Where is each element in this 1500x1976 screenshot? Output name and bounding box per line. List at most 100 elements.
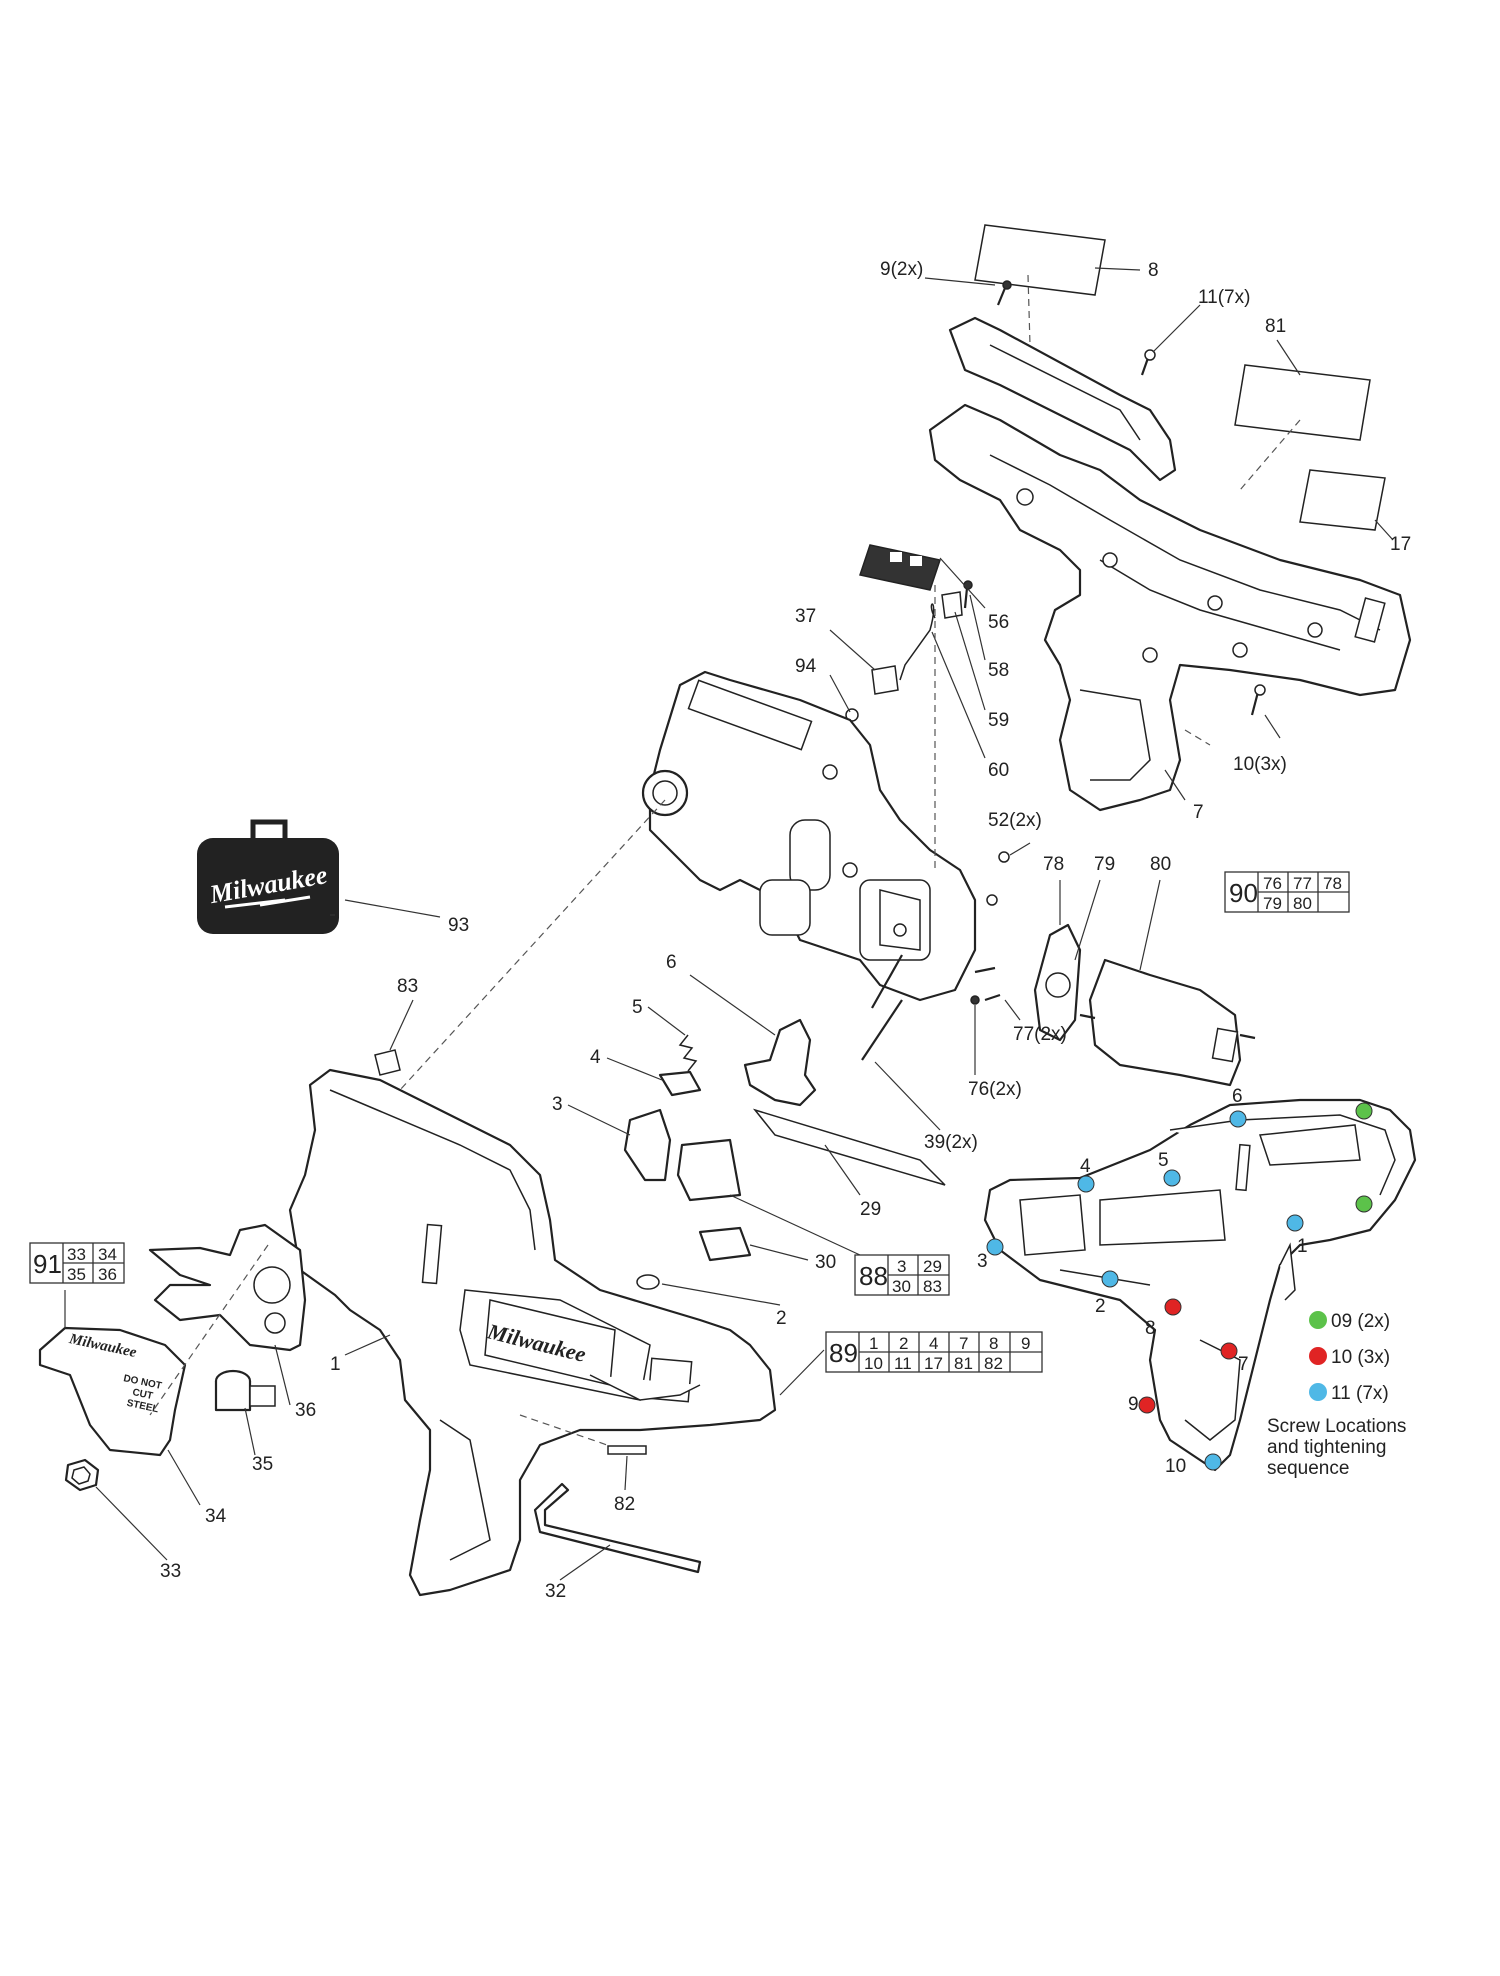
- callout-3: 3: [552, 1094, 563, 1115]
- kit-91-cell: 33: [67, 1245, 86, 1264]
- screw-seq-1: 1: [1297, 1236, 1308, 1257]
- screw-seq-6: 6: [1232, 1086, 1243, 1107]
- callout-33: 33: [160, 1561, 181, 1582]
- kit-89-cell: 7: [959, 1334, 968, 1353]
- legend-swatch-09: [1309, 1311, 1327, 1329]
- legend-swatch-11: [1309, 1383, 1327, 1401]
- screw-seq-4: 4: [1080, 1156, 1091, 1177]
- kit-89-cell: 82: [984, 1354, 1003, 1373]
- clip-83: [374, 1049, 401, 1076]
- callout-82: 82: [614, 1494, 635, 1515]
- kit-89-cell: 8: [989, 1334, 998, 1353]
- spring-clip-60: [899, 603, 936, 681]
- callout-9: 9(2x): [880, 259, 923, 280]
- kit-89-cell: 17: [924, 1354, 943, 1373]
- motor-80: [1079, 958, 1256, 1087]
- trigger-3: [623, 1108, 672, 1182]
- callout-labels: 8 9(2x) 11(7x) 81 17 56 58 59 60 37 94 1…: [160, 259, 1411, 1602]
- blade-36: [148, 1223, 307, 1352]
- kit-89-cell: 10: [864, 1354, 883, 1373]
- callout-6: 6: [666, 952, 677, 973]
- callout-5: 5: [632, 997, 643, 1018]
- kit-91-cell: 36: [98, 1265, 117, 1284]
- blade-warning-line-2: CUT: [131, 1387, 153, 1402]
- kit-88-cell: 83: [923, 1277, 942, 1296]
- screw-seq-9: 9: [1128, 1394, 1139, 1415]
- screw-11: [1140, 349, 1156, 376]
- kit-box-89: 89 1 2 4 7 8 9 10 11 17 81 82: [825, 1331, 1043, 1373]
- callout-94: 94: [795, 656, 817, 677]
- kit-89-id: 89: [829, 1338, 858, 1368]
- battery-terminal-block: [859, 544, 941, 591]
- hex-key-32: [533, 1482, 702, 1574]
- screw-seq-5: 5: [1158, 1150, 1169, 1171]
- screw-seq-7: 7: [1238, 1354, 1249, 1375]
- housing-cover-top: [948, 316, 1177, 482]
- callout-30: 30: [815, 1252, 836, 1273]
- kit-90-cell: 77: [1293, 874, 1312, 893]
- washer-52: [986, 851, 1010, 906]
- kit-box-91: 91 33 34 35 36: [29, 1242, 125, 1284]
- callout-60: 60: [988, 760, 1009, 781]
- screw-77: [974, 966, 1001, 1002]
- callout-79: 79: [1094, 854, 1115, 875]
- terminal-plate-59: [941, 591, 963, 619]
- legend-label-11: 11 (7x): [1331, 1383, 1389, 1404]
- callout-58: 58: [988, 660, 1009, 681]
- callout-35: 35: [252, 1454, 273, 1475]
- bolt-33: [64, 1458, 100, 1492]
- callout-8: 8: [1148, 260, 1159, 281]
- screw-dots: [986, 1102, 1373, 1471]
- callout-77: 77(2x): [1013, 1024, 1067, 1045]
- kit-box-90: 90 76 77 78 79 80: [1224, 871, 1350, 913]
- callout-11: 11(7x): [1198, 287, 1250, 308]
- callout-93: 93: [448, 915, 469, 936]
- screw-map-numbers: 6 4 5 3 1 2 8 7 9 10: [977, 1086, 1308, 1477]
- motor-mount-78: [1033, 923, 1082, 1042]
- pcb-29: [752, 1108, 946, 1186]
- spring-5: [678, 1034, 698, 1072]
- callout-83: 83: [397, 976, 418, 997]
- callout-52: 52(2x): [988, 810, 1042, 831]
- callout-17: 17: [1390, 534, 1411, 555]
- screw-seq-3: 3: [977, 1251, 988, 1272]
- decal-17: [1299, 469, 1386, 531]
- callout-7: 7: [1193, 802, 1204, 823]
- screw-39: [861, 954, 903, 1061]
- callout-36: 36: [295, 1400, 316, 1421]
- callout-29: 29: [860, 1199, 881, 1220]
- callout-4: 4: [590, 1047, 601, 1068]
- kit-91-cell: 34: [98, 1245, 117, 1264]
- screw-seq-2: 2: [1095, 1296, 1106, 1317]
- callout-39: 39(2x): [924, 1132, 978, 1153]
- leader-lines: [64, 267, 1394, 1581]
- o-ring-2: [636, 1274, 660, 1290]
- callout-32: 32: [545, 1581, 566, 1602]
- callout-81: 81: [1265, 316, 1286, 337]
- screw-seq-10: 10: [1165, 1456, 1186, 1477]
- tool-case-93: Milwaukee: [197, 819, 339, 934]
- kit-89-cell: 11: [894, 1354, 912, 1373]
- kit-90-cell: 80: [1293, 894, 1312, 913]
- screw-seq-8: 8: [1145, 1318, 1156, 1339]
- callout-80: 80: [1150, 854, 1171, 875]
- screw-9: [996, 280, 1012, 306]
- legend-label-09: 09 (2x): [1331, 1311, 1390, 1332]
- legend-swatch-10: [1309, 1347, 1327, 1365]
- screw-location-map: [983, 1098, 1417, 1472]
- callout-37: 37: [795, 606, 816, 627]
- housing-half-left: Milwaukee: [288, 1068, 777, 1597]
- screw-map-caption-2: and tightening: [1267, 1437, 1386, 1458]
- led-module-30: [698, 1226, 752, 1262]
- callout-56: 56: [988, 612, 1009, 633]
- screw-58: [963, 580, 973, 609]
- kit-90-cell: 78: [1323, 874, 1342, 893]
- gearbox-assembly: [641, 670, 977, 1002]
- trigger-lock-6: [743, 1018, 817, 1107]
- screw-map-caption-1: Screw Locations: [1267, 1416, 1406, 1437]
- screw-76: [970, 995, 980, 1005]
- dashed-assembly-lines: [149, 274, 1301, 1447]
- decal-8: [974, 224, 1106, 296]
- callout-76: 76(2x): [968, 1079, 1022, 1100]
